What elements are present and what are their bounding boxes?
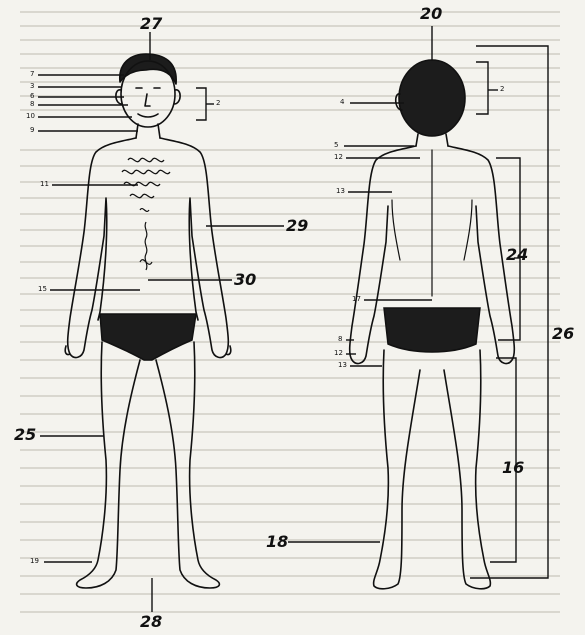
back-trunks: [384, 308, 480, 352]
label-20: 20: [420, 6, 442, 22]
label-12-upper: 12: [334, 154, 343, 161]
label-5: 5: [334, 142, 338, 149]
label-19: 19: [30, 558, 39, 565]
label-9: 9: [30, 127, 34, 134]
label-15: 15: [38, 286, 47, 293]
label-8-back: 8: [338, 336, 342, 343]
label-24: 24: [506, 247, 528, 263]
label-4: 4: [340, 99, 344, 106]
label-29: 29: [286, 218, 308, 234]
label-26: 26: [552, 326, 574, 342]
label-2-front: 2: [216, 100, 220, 107]
label-6: 6: [30, 93, 34, 100]
label-18: 18: [266, 534, 288, 550]
front-hair: [120, 54, 176, 84]
label-13-upper: 13: [336, 188, 345, 195]
label-8: 8: [30, 101, 34, 108]
label-2-back: 2: [500, 86, 504, 93]
label-28: 28: [140, 614, 162, 630]
label-13-lower: 13: [338, 362, 347, 369]
label-7: 7: [30, 71, 34, 78]
label-30: 30: [234, 272, 256, 288]
label-17: 17: [352, 296, 361, 303]
label-25: 25: [14, 427, 36, 443]
label-3: 3: [30, 83, 34, 90]
label-10: 10: [26, 113, 35, 120]
label-27: 27: [140, 16, 162, 32]
label-16: 16: [502, 460, 524, 476]
back-head: [399, 60, 465, 136]
label-11: 11: [40, 181, 49, 188]
front-trunks: [100, 314, 196, 360]
label-12-lower: 12: [334, 350, 343, 357]
